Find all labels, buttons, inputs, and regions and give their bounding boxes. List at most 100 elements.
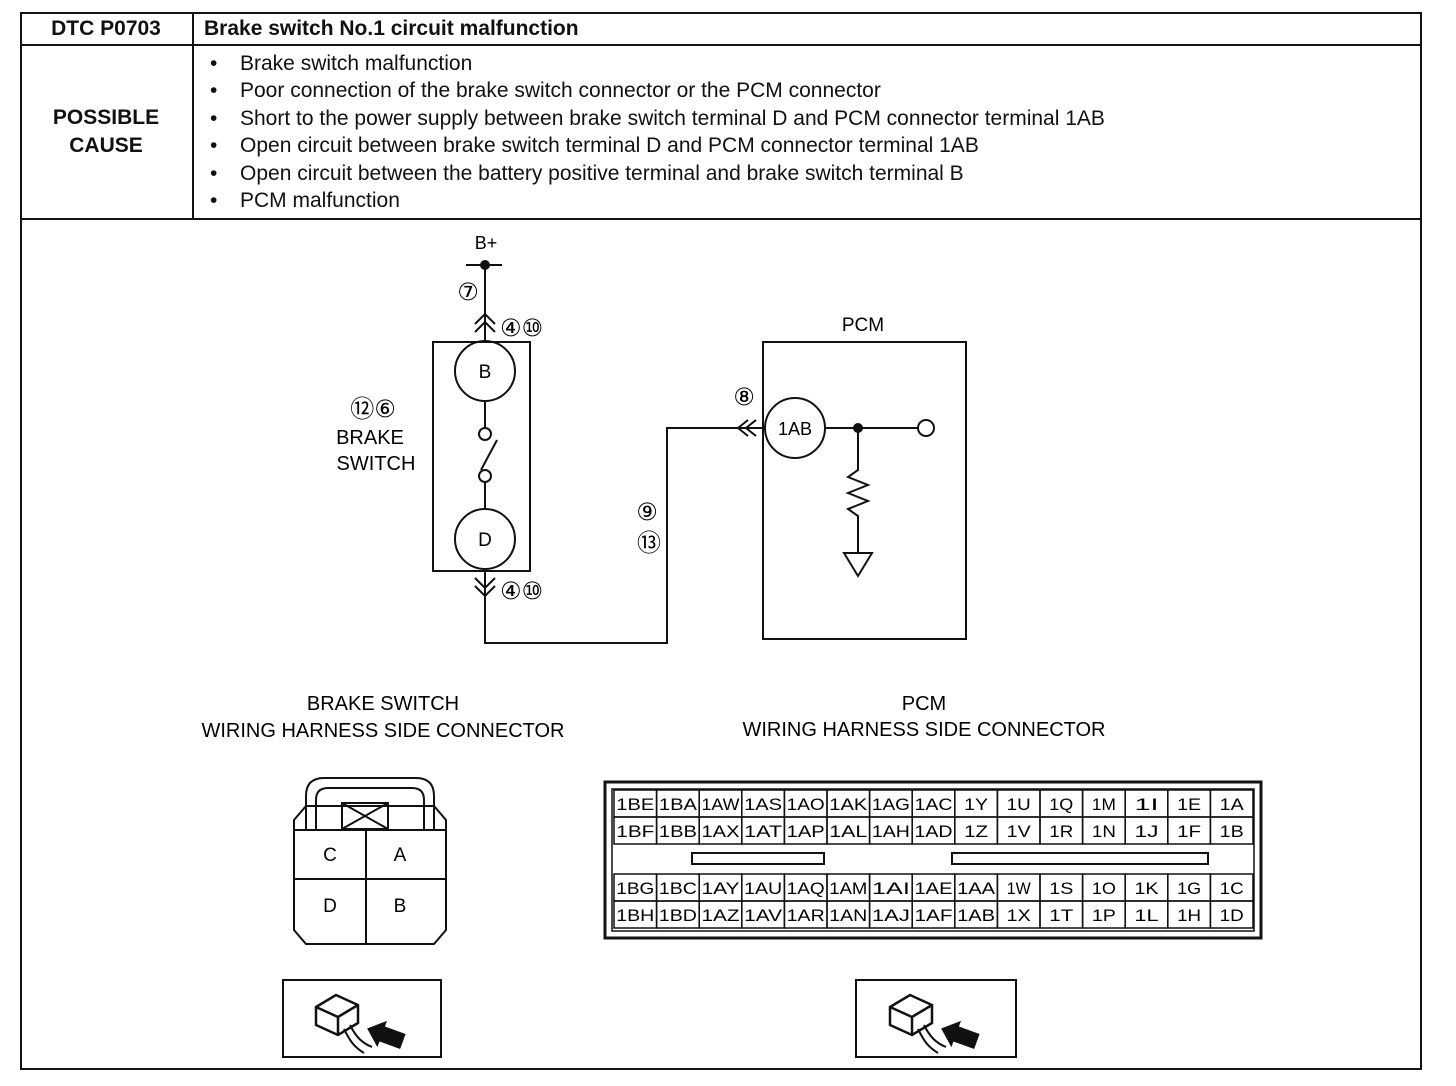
pcm-pin-label: 1BA — [659, 795, 698, 814]
switch-contact-upper — [478, 427, 492, 441]
brake-terminal-d: D — [323, 896, 337, 917]
pcm-pin-label: 1AU — [744, 879, 782, 898]
pcm-key-slot-right — [951, 852, 1209, 865]
pcm-pin-label: 1AZ — [702, 906, 740, 925]
pcm-pin-label: 1BB — [659, 822, 697, 841]
pcm-pin-label: 1AN — [829, 906, 867, 925]
switch-blade — [480, 439, 498, 471]
pcm-pin-label: 1BF — [616, 822, 654, 841]
pcm-pin-label: 1BH — [616, 906, 654, 925]
pcm-pin-label: 1AY — [702, 879, 740, 898]
connector-chevron-pcm — [744, 419, 757, 437]
pcm-pin-label: 1AP — [787, 822, 825, 841]
pcm-pin-label: 1O — [1092, 879, 1116, 898]
pcm-pin-label: 1K — [1135, 879, 1160, 898]
ref-4-10-top: ④⑩ — [500, 315, 543, 342]
possible-cause-label-line1: POSSIBLE — [52, 106, 160, 129]
pcm-pin-label: 1AR — [787, 906, 825, 925]
pcm-pin-cell — [1209, 816, 1254, 845]
ref-4-10-bottom: ④⑩ — [500, 578, 543, 605]
pcm-pin-label: 1AB — [957, 906, 995, 925]
pcm-pin-label: 1X — [1007, 906, 1031, 925]
brake-terminal-c: C — [323, 845, 337, 866]
supply-label: B+ — [475, 233, 498, 253]
brake-switch-label-line2: SWITCH — [337, 453, 416, 475]
pcm-connector-title-line1: PCM — [902, 693, 946, 715]
pcm-pin-label: 1W — [1007, 879, 1031, 898]
pcm-connector-view-icon — [888, 993, 980, 1054]
pcm-pin-label: 1AC — [915, 795, 953, 814]
pcm-input-node — [917, 419, 935, 437]
pcm-pin-label: 1AJ — [872, 906, 910, 925]
pcm-pin-label: 1V — [1007, 822, 1032, 841]
pcm-junction — [853, 423, 863, 433]
brake-connector-view-icon-box — [282, 979, 442, 1058]
pcm-pin-label: 1AV — [744, 906, 783, 925]
ref-9: ⑨ — [636, 499, 658, 526]
ref-12-6: ⑫⑥ — [350, 396, 396, 423]
pcm-pin-label: 1L — [1135, 906, 1159, 925]
connector-chevron-pcm — [736, 419, 749, 437]
pcm-pin-label: 1T — [1049, 906, 1073, 925]
pcm-pin-label: 1AE — [915, 879, 953, 898]
cause-item: Short to the power supply between brake … — [210, 105, 1105, 133]
pcm-pin-label: 1I — [1135, 795, 1159, 814]
pcm-pin-label: 1BE — [616, 795, 654, 814]
cause-item: Open circuit between brake switch termin… — [210, 132, 1105, 160]
brake-terminal-b: B — [394, 896, 407, 917]
pcm-pin-label: 1Z — [964, 822, 988, 841]
possible-cause-row — [20, 44, 1422, 220]
pcm-pin-label: 1AT — [744, 822, 782, 841]
pcm-pin-label: 1B — [1220, 822, 1244, 841]
brake-connector-title-line1: BRAKE SWITCH — [307, 693, 459, 715]
resistor-icon — [845, 428, 871, 553]
cause-item: PCM malfunction — [210, 187, 1105, 215]
pcm-pin-label: 1Q — [1049, 795, 1073, 814]
pcm-pin-label: 1G — [1177, 879, 1201, 898]
connector-latch-inner — [315, 787, 425, 830]
dtc-code: DTC P0703 — [20, 12, 194, 46]
pcm-pin-label: 1BG — [616, 879, 654, 898]
pcm-key-slot-left — [691, 852, 825, 865]
pcm-connector-view-icon-box — [855, 979, 1017, 1058]
pcm-pin-label: 1F — [1177, 822, 1201, 841]
pcm-pin-label: 1P — [1092, 906, 1116, 925]
ground-icon — [842, 552, 874, 578]
pcm-pin-label: 1AM — [829, 879, 867, 898]
pcm-pin-label: 1BD — [659, 906, 697, 925]
connector-latch-outline — [305, 777, 435, 830]
cause-item: Brake switch malfunction — [210, 50, 1105, 78]
pcm-pin-label: 1C — [1220, 879, 1244, 898]
brake-terminal-a: A — [394, 845, 407, 866]
pcm-pin-label: 1AD — [915, 822, 953, 841]
pcm-connector-outer — [603, 780, 1263, 940]
brake-connector-title-line2: WIRING HARNESS SIDE CONNECTOR — [202, 720, 565, 742]
pcm-label: PCM — [842, 315, 884, 336]
pcm-pin-label: 1S — [1049, 879, 1073, 898]
pcm-pin-label: 1AL — [829, 822, 867, 841]
possible-cause-label-line2: CAUSE — [69, 134, 143, 157]
supply-junction — [480, 260, 490, 270]
pcm-pin-label: 1N — [1092, 822, 1116, 841]
ref-13: ⑬ — [637, 530, 661, 557]
ref-7: ⑦ — [457, 279, 479, 306]
pcm-pin-label: 1AS — [744, 795, 782, 814]
ref-8: ⑧ — [733, 384, 755, 411]
signal-wire — [484, 427, 763, 644]
pcm-pin-label: 1AQ — [787, 879, 825, 898]
pcm-pin-label: 1AO — [787, 795, 825, 814]
switch-contact-lower — [478, 469, 492, 483]
pcm-pin-label: 1AA — [957, 879, 996, 898]
brake-connector-view-icon — [314, 993, 406, 1054]
pcm-pin-label: 1BC — [659, 879, 697, 898]
connector-chevron-top — [474, 312, 496, 325]
pcm-pin-label: 1R — [1049, 822, 1073, 841]
terminal-b-label: B — [479, 362, 492, 383]
pcm-pin-label: 1E — [1177, 795, 1201, 814]
pcm-box — [762, 341, 967, 640]
pcm-pin-label: 1J — [1135, 822, 1159, 841]
pcm-pin-label: 1H — [1177, 906, 1201, 925]
pcm-pin-label: 1Y — [964, 795, 988, 814]
pcm-pin-label: 1AX — [702, 822, 740, 841]
